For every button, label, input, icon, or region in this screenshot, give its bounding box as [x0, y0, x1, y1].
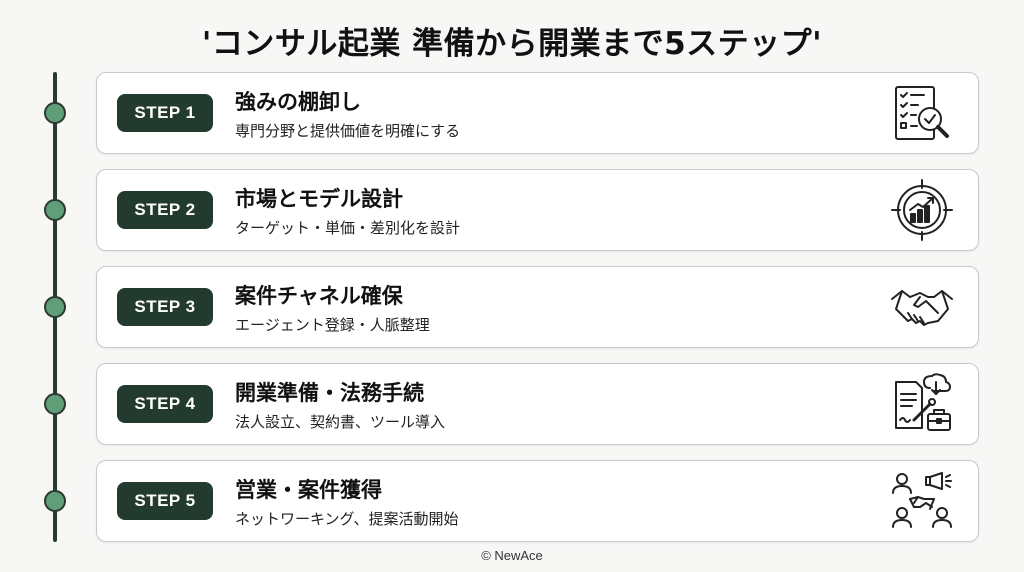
timeline-node-1 — [44, 102, 66, 124]
step-title: 開業準備・法務手続 — [235, 381, 424, 405]
step-description: ネットワーキング、提案活動開始 — [235, 510, 459, 528]
step-description: ターゲット・単価・差別化を設計 — [235, 219, 461, 237]
target-growth-chart-icon — [890, 178, 954, 242]
step-title: 市場とモデル設計 — [235, 187, 403, 211]
documents-tools-icon — [890, 372, 954, 436]
timeline-node-3 — [44, 296, 66, 318]
step-description: 専門分野と提供価値を明確にする — [235, 122, 461, 140]
timeline-node-2 — [44, 199, 66, 221]
checklist-magnifier-icon — [890, 81, 954, 145]
step-card-3: STEP 3 案件チャネル確保 エージェント登録・人脈整理 — [96, 266, 979, 348]
step-card-2: STEP 2 市場とモデル設計 ターゲット・単価・差別化を設計 — [96, 169, 979, 251]
page-title: 'コンサル起業 準備から開業まで5ステップ' — [201, 26, 823, 62]
step-card-5: STEP 5 営業・案件獲得 ネットワーキング、提案活動開始 — [96, 460, 979, 542]
step-title: 強みの棚卸し — [235, 90, 361, 114]
step-card-4: STEP 4 開業準備・法務手続 法人設立、契約書、ツール導入 — [96, 363, 979, 445]
step-description: 法人設立、契約書、ツール導入 — [235, 413, 446, 431]
step-title: 案件チャネル確保 — [235, 284, 403, 308]
networking-deal-icon — [890, 469, 954, 533]
timeline-node-5 — [44, 490, 66, 512]
step-badge: STEP 2 — [117, 191, 213, 229]
step-title: 営業・案件獲得 — [235, 478, 382, 502]
timeline-node-4 — [44, 393, 66, 415]
step-badge: STEP 5 — [117, 482, 213, 520]
step-card-1: STEP 1 強みの棚卸し 専門分野と提供価値を明確にする — [96, 72, 979, 154]
step-description: エージェント登録・人脈整理 — [235, 316, 430, 334]
copyright: © NewAce — [481, 548, 543, 563]
step-badge: STEP 1 — [117, 94, 213, 132]
step-badge: STEP 3 — [117, 288, 213, 326]
step-badge: STEP 4 — [117, 385, 213, 423]
handshake-icon — [890, 275, 954, 339]
